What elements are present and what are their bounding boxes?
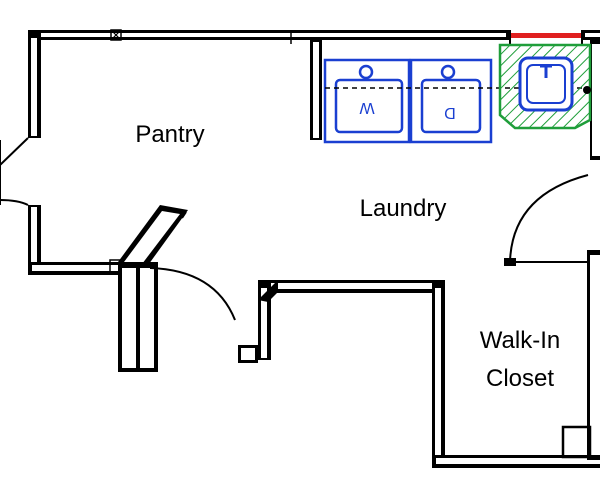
pantry-exterior-door [0,137,29,206]
corridor-walls [118,262,258,372]
pantry-walls [28,30,322,275]
washer-icon: W [323,58,411,144]
sink-icon [498,43,592,130]
laundry-right-wall [590,40,600,160]
room-label-closet-line1: Walk-In [480,327,560,354]
dryer-icon: D [409,58,493,144]
pantry-door [118,205,188,268]
room-label-closet-line2: Closet [486,365,554,392]
window [509,30,583,44]
dryer-label: D [444,104,456,121]
top-wall [28,29,600,44]
washer-label: W [359,99,375,116]
faucet-icon [540,64,552,78]
closet-walls [258,250,600,468]
room-label-pantry: Pantry [135,121,204,148]
closet-door [504,174,589,266]
room-label-laundry: Laundry [360,195,447,222]
